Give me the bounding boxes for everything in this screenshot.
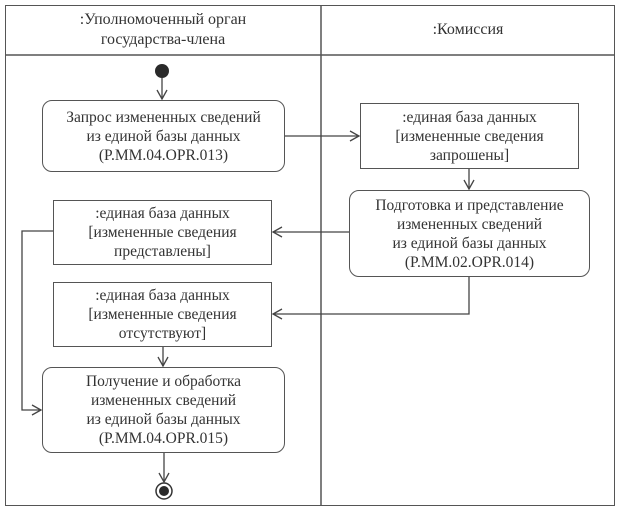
action-receive-and-process[interactable]: Получение и обработка измененных сведени… (42, 367, 285, 453)
node-line: :единая база данных (402, 108, 537, 126)
node-line: отсутствуют] (118, 325, 207, 342)
node-line: (P.MM.04.OPR.013) (98, 146, 229, 164)
node-line: [измененные сведения (88, 306, 237, 323)
final-node (155, 482, 173, 500)
node-line: :единая база данных (95, 205, 230, 222)
initial-node (155, 64, 169, 78)
node-line: [измененные сведения (88, 224, 237, 241)
node-line: (P.MM.02.OPR.014) (404, 253, 535, 271)
lane-title-line: государства-члена (100, 31, 226, 48)
lane-header-member-state: :Уполномоченный орган государства-члена (5, 5, 321, 55)
lane-title-line: :Комиссия (432, 21, 504, 38)
lane-header-commission: :Комиссия (321, 5, 615, 55)
node-line: представлены] (114, 243, 211, 260)
node-line: [измененные сведения (395, 127, 544, 145)
node-line: запрошены] (429, 146, 510, 164)
node-line: Получение и обработка (85, 373, 242, 390)
edge-prepare-to-obj-absent (271, 277, 470, 320)
lane-title-line: :Уполномоченный орган (79, 11, 247, 28)
edge-obj-provided-to-receive (21, 230, 53, 416)
node-line: Запрос измененных сведений (66, 108, 261, 126)
node-line: измененных сведений (396, 215, 543, 233)
object-db-provided[interactable]: :единая база данных [измененные сведения… (53, 200, 272, 265)
node-line: измененных сведений (90, 392, 237, 409)
object-db-requested[interactable]: :единая база данных [измененные сведения… (360, 103, 579, 169)
object-db-absent[interactable]: :единая база данных [измененные сведения… (53, 282, 272, 347)
node-line: :единая база данных (95, 287, 230, 304)
node-line: из единой базы данных (86, 127, 241, 145)
node-line: из единой базы данных (86, 411, 241, 428)
node-line: (P.MM.04.OPR.015) (98, 430, 229, 447)
action-prepare-and-provide[interactable]: Подготовка и представление измененных св… (349, 190, 590, 277)
action-request-changed-data[interactable]: Запрос измененных сведений из единой баз… (42, 100, 285, 172)
node-line: Подготовка и представление (375, 196, 564, 214)
node-line: из единой базы данных (392, 234, 547, 252)
swimlane-frame (5, 5, 615, 506)
